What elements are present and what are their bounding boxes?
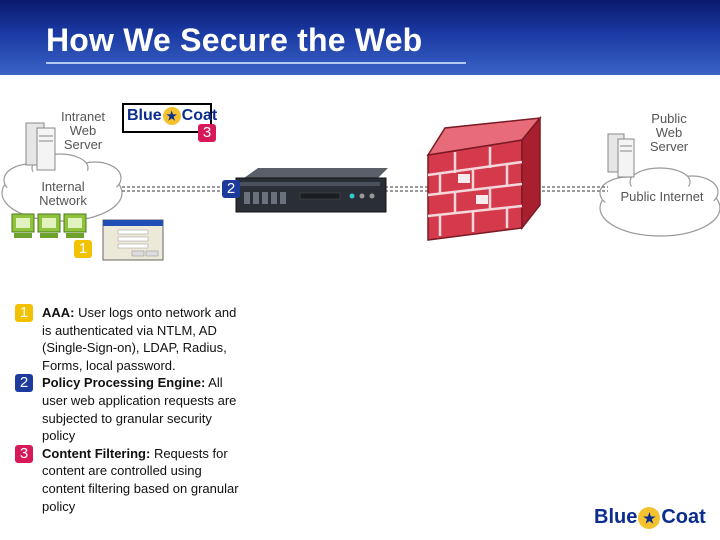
badge-3: 3 <box>15 444 33 463</box>
badge-2: 2 <box>15 374 33 393</box>
public-server-label: Public Web Server <box>649 111 689 154</box>
network-links <box>122 186 608 192</box>
star-icon: ★ <box>638 506 661 529</box>
bullet-text: User logs onto network and is authentica… <box>42 305 237 373</box>
list-item: 2 Policy Processing Engine: All user web… <box>12 374 242 444</box>
bullet-heading: AAA: <box>42 305 75 320</box>
badge-3-diagram: 3 <box>198 124 216 142</box>
firewall-icon <box>426 115 542 241</box>
intranet-server-icon <box>25 122 56 171</box>
badge-2-diagram: 2 <box>222 180 240 198</box>
logo-text-left: Blue <box>594 506 638 528</box>
proxy-appliance-icon <box>235 168 388 213</box>
star-icon: ★ <box>162 106 181 125</box>
bullet-heading: Policy Processing Engine: <box>42 375 206 391</box>
title-underline <box>46 62 466 64</box>
bluecoat-logo-top: Blue★Coat <box>122 103 217 133</box>
logo-text-left: Blue <box>127 107 162 124</box>
public-internet-cloud <box>599 167 720 237</box>
list-item: 1 AAA: User logs onto network and is aut… <box>12 304 242 374</box>
public-internet-label: Public Internet <box>620 189 704 204</box>
logo-text-right: Coat <box>661 506 706 528</box>
intranet-server-label: Intranet Web Server <box>60 109 106 152</box>
bullet-text: All user web application requests are su… <box>42 375 237 444</box>
list-item: 3 Content Filtering: Requests for conten… <box>12 444 242 515</box>
bluecoat-logo-bottom: Blue★Coat <box>594 503 706 531</box>
internal-network-label: Internal Network <box>39 179 87 208</box>
title-bar: How We Secure the Web <box>0 0 720 75</box>
badge-1: 1 <box>15 304 33 322</box>
public-server-icon <box>607 133 635 178</box>
logo-text-right: Coat <box>181 107 218 124</box>
user-workstations-icon <box>11 213 87 238</box>
feature-list: 1 AAA: User logs onto network and is aut… <box>12 304 242 515</box>
login-dialog-icon <box>102 219 164 261</box>
page-title: How We Secure the Web <box>46 22 423 58</box>
internal-network-cloud <box>1 153 123 222</box>
bullet-heading: Content Filtering: <box>42 445 151 461</box>
bullet-text: Requests for content are controlled usin… <box>42 445 239 514</box>
badge-1-diagram: 1 <box>74 240 92 258</box>
